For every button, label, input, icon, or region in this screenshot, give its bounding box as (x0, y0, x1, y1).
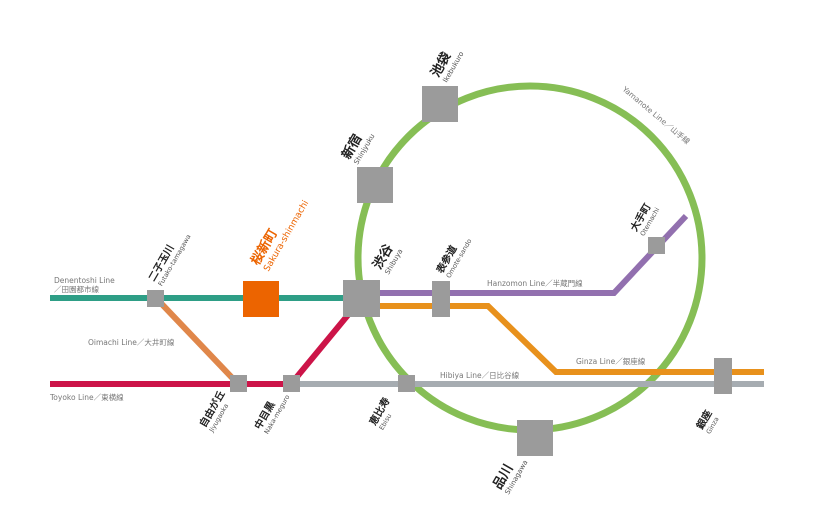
ginza-line (362, 303, 764, 375)
label-ikebukuro: 池袋 Ikebukuro (428, 49, 466, 84)
station-ebisu[interactable] (398, 375, 415, 392)
label-omotesando: 表参道 Omote-sando (433, 237, 474, 279)
label-shibuya: 渋谷 Shibuya (370, 241, 405, 276)
label-sakura-shinmachi: 桜新町 Sakura-shinmachi (248, 199, 312, 274)
label-futako-tamagawa: 二子玉川 Futako-tamagawa (146, 233, 192, 287)
station-naka-meguro[interactable] (283, 375, 300, 392)
label-ebisu: 恵比寿 Ebisu (366, 395, 393, 431)
label-otemachi: 大手町 Otemachi (627, 201, 661, 237)
station-ikebukuro[interactable] (422, 86, 458, 122)
hibiya-line-label: Hibiya Line／日比谷線 (440, 370, 520, 380)
label-naka-meguro: 中目黒 Naka-meguro (251, 393, 291, 435)
ginza-line-label: Ginza Line／銀座線 (576, 356, 646, 366)
toyoko-line-label: Toyoko Line／東横線 (49, 392, 124, 402)
label-shinagawa: 品川 Shinagawa (490, 459, 529, 496)
station-shinjuku[interactable] (357, 167, 393, 203)
oimachi-line (153, 295, 241, 387)
oimachi-line-label: Oimachi Line／大井町線 (88, 337, 175, 347)
station-futako-tamagawa[interactable] (147, 290, 164, 307)
station-sakura-shinmachi[interactable] (243, 281, 279, 317)
denentoshi-line-label: Denentoshi Line (54, 276, 115, 285)
station-omotesando[interactable] (432, 281, 450, 317)
station-shibuya[interactable] (343, 280, 380, 317)
station-otemachi[interactable] (648, 237, 665, 254)
station-jiyugaoka[interactable] (230, 375, 247, 392)
station-shinagawa[interactable] (517, 420, 553, 456)
label-ginza: 銀座 Ginza (693, 408, 720, 436)
label-shinjuku: 新宿 Shinjyuku (339, 131, 377, 166)
station-ginza[interactable] (714, 358, 732, 394)
denentoshi-line-label-jp: ／田園都市線 (54, 284, 99, 294)
label-jiyugaoka: 自由が丘 Jiyugaoka (196, 388, 230, 434)
hanzomon-line-label: Hanzomon Line／半蔵門線 (487, 278, 583, 288)
